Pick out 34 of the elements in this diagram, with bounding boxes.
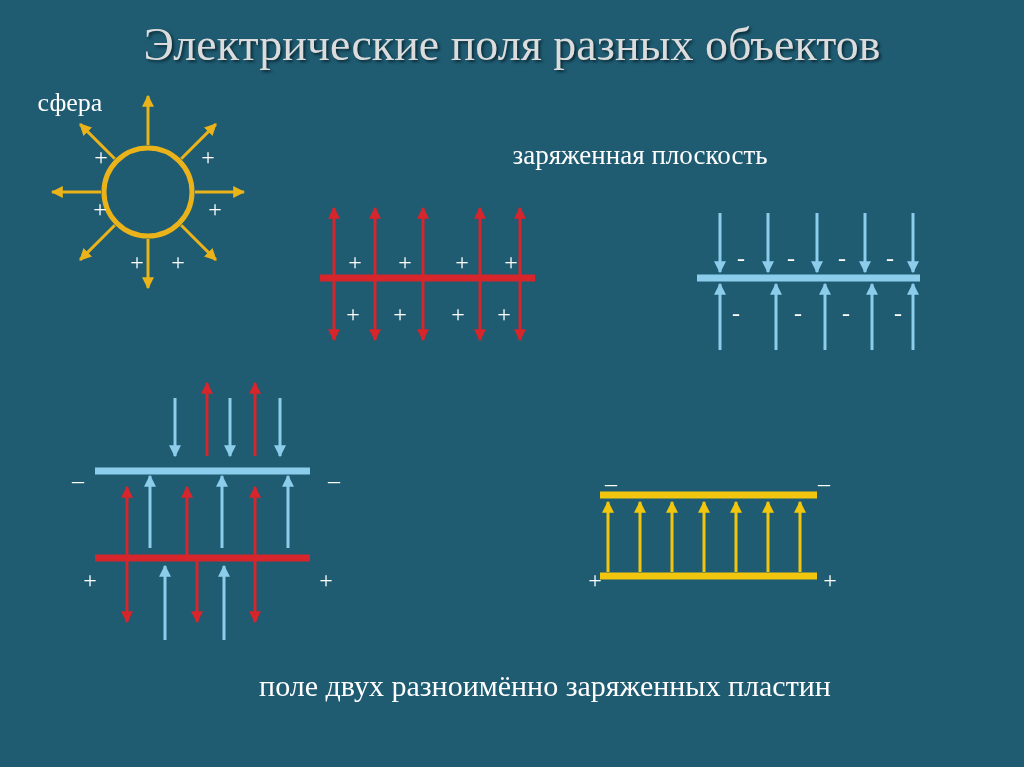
charge-sign: – (818, 471, 830, 495)
charge-sign: + (130, 250, 144, 274)
charge-sign: + (588, 568, 602, 592)
charge-sign: - (886, 246, 894, 270)
charge-sign: - (732, 301, 740, 325)
charge-sign: + (455, 250, 469, 274)
charge-sign: + (451, 302, 465, 326)
charge-sign: - (894, 301, 902, 325)
charge-sign: – (328, 468, 340, 492)
charge-sign: - (787, 246, 795, 270)
charge-sign: + (171, 250, 185, 274)
charge-sign: + (201, 145, 215, 169)
charge-sign: + (319, 568, 333, 592)
charge-sign: + (497, 302, 511, 326)
title: Электрические поля разных объектов (142, 18, 882, 71)
charge-sign: + (393, 302, 407, 326)
charge-sign: – (72, 468, 84, 492)
charge-sign: – (605, 471, 617, 495)
charge-sign: + (346, 302, 360, 326)
charge-sign: - (842, 301, 850, 325)
charge-sign: - (838, 246, 846, 270)
object-label: сфера (37, 90, 103, 116)
charge-sign: + (94, 145, 108, 169)
charge-sign: - (794, 301, 802, 325)
charge-sign: + (348, 250, 362, 274)
charge-sign: + (208, 197, 222, 221)
charge-sign: + (398, 250, 412, 274)
object-label: заряженная плоскость (512, 141, 768, 169)
charge-sign: + (823, 568, 837, 592)
charge-sign: + (93, 197, 107, 221)
charge-sign: + (504, 250, 518, 274)
charge-sign: + (83, 568, 97, 592)
caption-label: поле двух разноимённо заряженных пластин (259, 671, 831, 701)
charge-sign: - (737, 246, 745, 270)
